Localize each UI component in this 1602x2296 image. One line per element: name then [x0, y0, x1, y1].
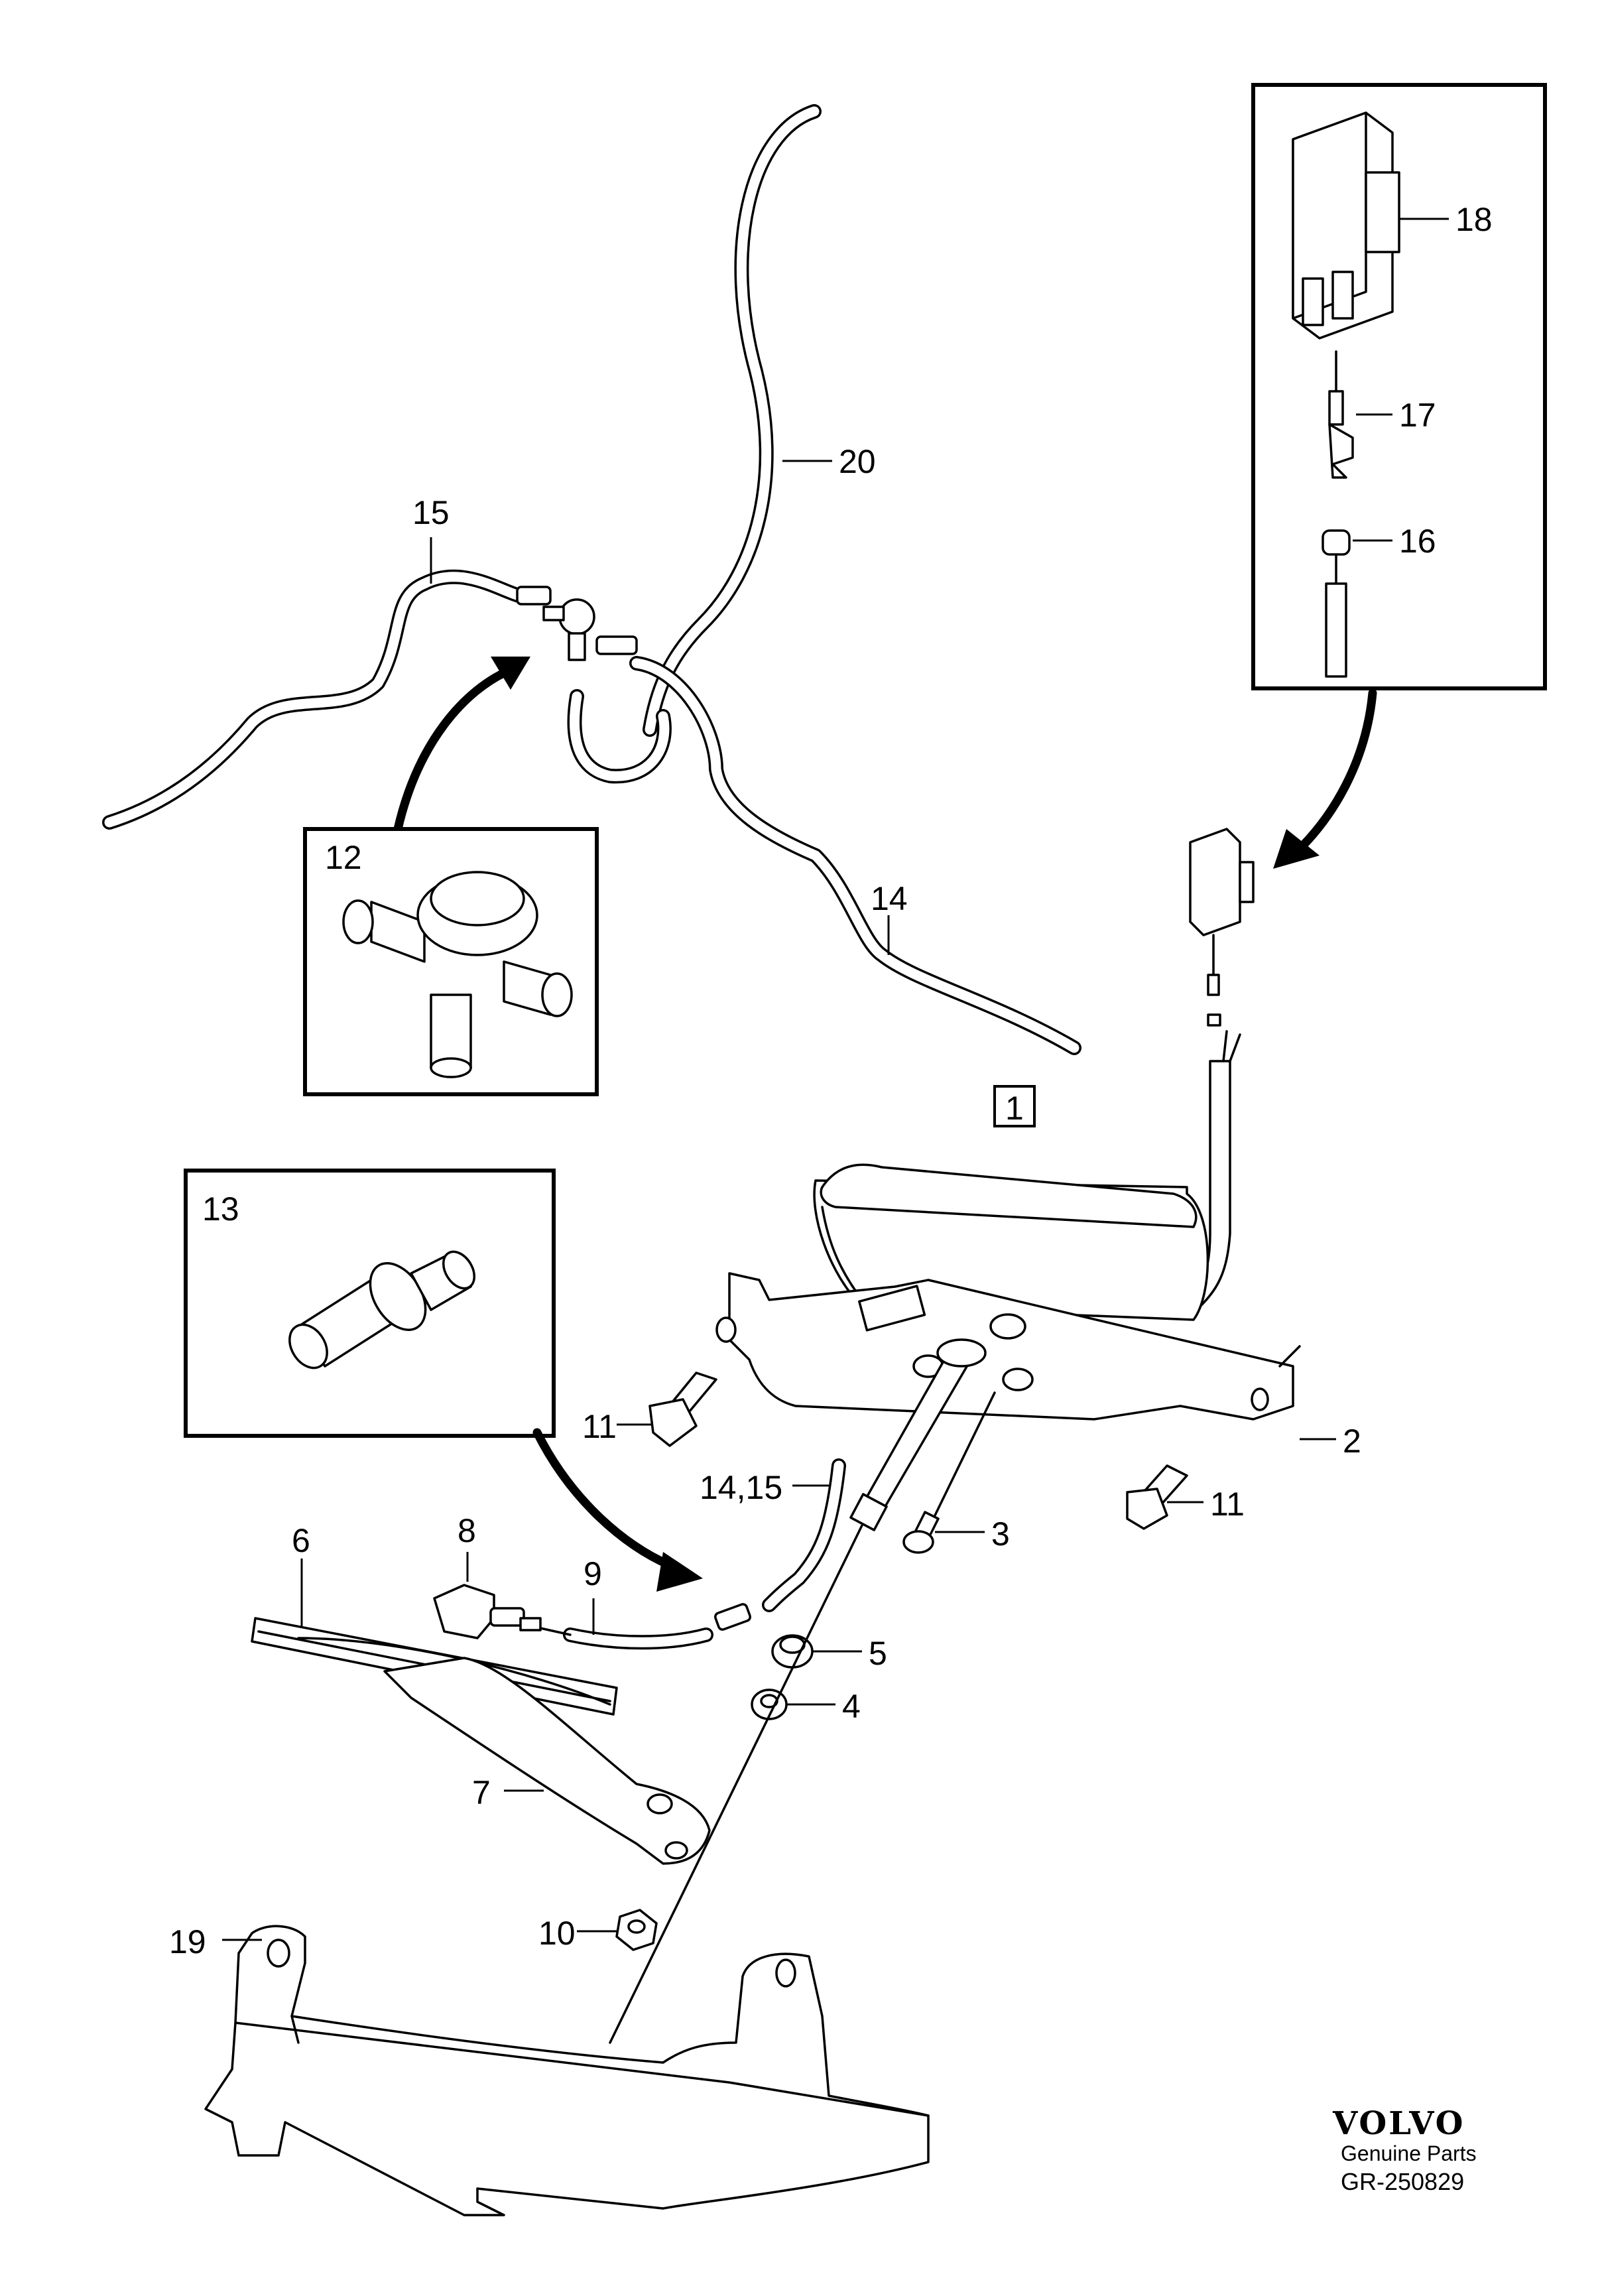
genuine-parts-label: Genuine Parts: [1341, 2141, 1477, 2165]
nozzle-8: [433, 1584, 542, 1639]
shaft-axis: [609, 1524, 863, 2044]
callout-15: 15: [412, 494, 450, 531]
detail-box-connector: 18 17 16: [1251, 83, 1547, 690]
volvo-logo: VOLVO: [1332, 2105, 1465, 2142]
valve-12: [342, 871, 573, 1078]
terminal-17: [1328, 350, 1354, 479]
callout-2: 2: [1343, 1423, 1361, 1460]
callout-4: 4: [842, 1688, 861, 1725]
callout-3: 3: [991, 1515, 1010, 1553]
callout-7: 7: [472, 1774, 491, 1811]
motor-cable: [1186, 828, 1255, 1314]
assembly-ref-1: 1: [993, 1085, 1036, 1127]
washer-hose-14-15: [762, 1458, 846, 1612]
bolt-11-right: [1126, 1464, 1188, 1530]
bolt-11-left: [648, 1371, 717, 1447]
callout-13: 13: [202, 1190, 239, 1228]
callout-14-15: 14,15: [700, 1469, 782, 1506]
callout-9: 9: [584, 1555, 602, 1592]
callout-20: 20: [839, 443, 876, 480]
hose-20: [643, 104, 822, 737]
callout-11-right: 11: [1210, 1486, 1245, 1523]
nut-10: [615, 1909, 658, 1951]
arrow-box-to-motor: [1273, 688, 1377, 869]
diagram-code: GR-250829: [1341, 2168, 1464, 2195]
hose-loop: [567, 689, 672, 784]
motor-shaft: [849, 1338, 987, 1531]
callout-10: 10: [538, 1915, 576, 1952]
hose-14: [629, 656, 1081, 1055]
callout-5: 5: [869, 1635, 887, 1672]
detail-box-12: 12: [303, 827, 599, 1096]
seal-16: [1322, 529, 1351, 585]
motor-bracket-2: [715, 1272, 1301, 1421]
screw-3: [902, 1391, 996, 1554]
callout-12: 12: [325, 839, 362, 876]
callout-6: 6: [292, 1522, 310, 1559]
callout-19: 19: [169, 1923, 206, 1960]
detail-box-13: 13: [184, 1169, 556, 1438]
callout-16: 16: [1399, 523, 1436, 560]
t-connector: [516, 586, 638, 661]
wiper-arm-7: [383, 1657, 711, 1865]
cable-in-box: [1325, 582, 1347, 678]
cover-19: [204, 1925, 930, 2216]
arrow-13-to-washer: [532, 1428, 703, 1592]
callout-8: 8: [458, 1512, 476, 1549]
callout-14: 14: [871, 880, 908, 917]
connector-18: [1292, 111, 1400, 340]
hose-9: [539, 1603, 751, 1650]
callout-1: 1: [1005, 1090, 1024, 1127]
callout-18: 18: [1455, 201, 1493, 238]
arrow-12-to-tee: [393, 657, 530, 834]
connector-13: [288, 1250, 475, 1370]
callout-11-left: 11: [582, 1408, 617, 1445]
hose-15: [102, 569, 531, 830]
callout-17: 17: [1399, 397, 1436, 434]
